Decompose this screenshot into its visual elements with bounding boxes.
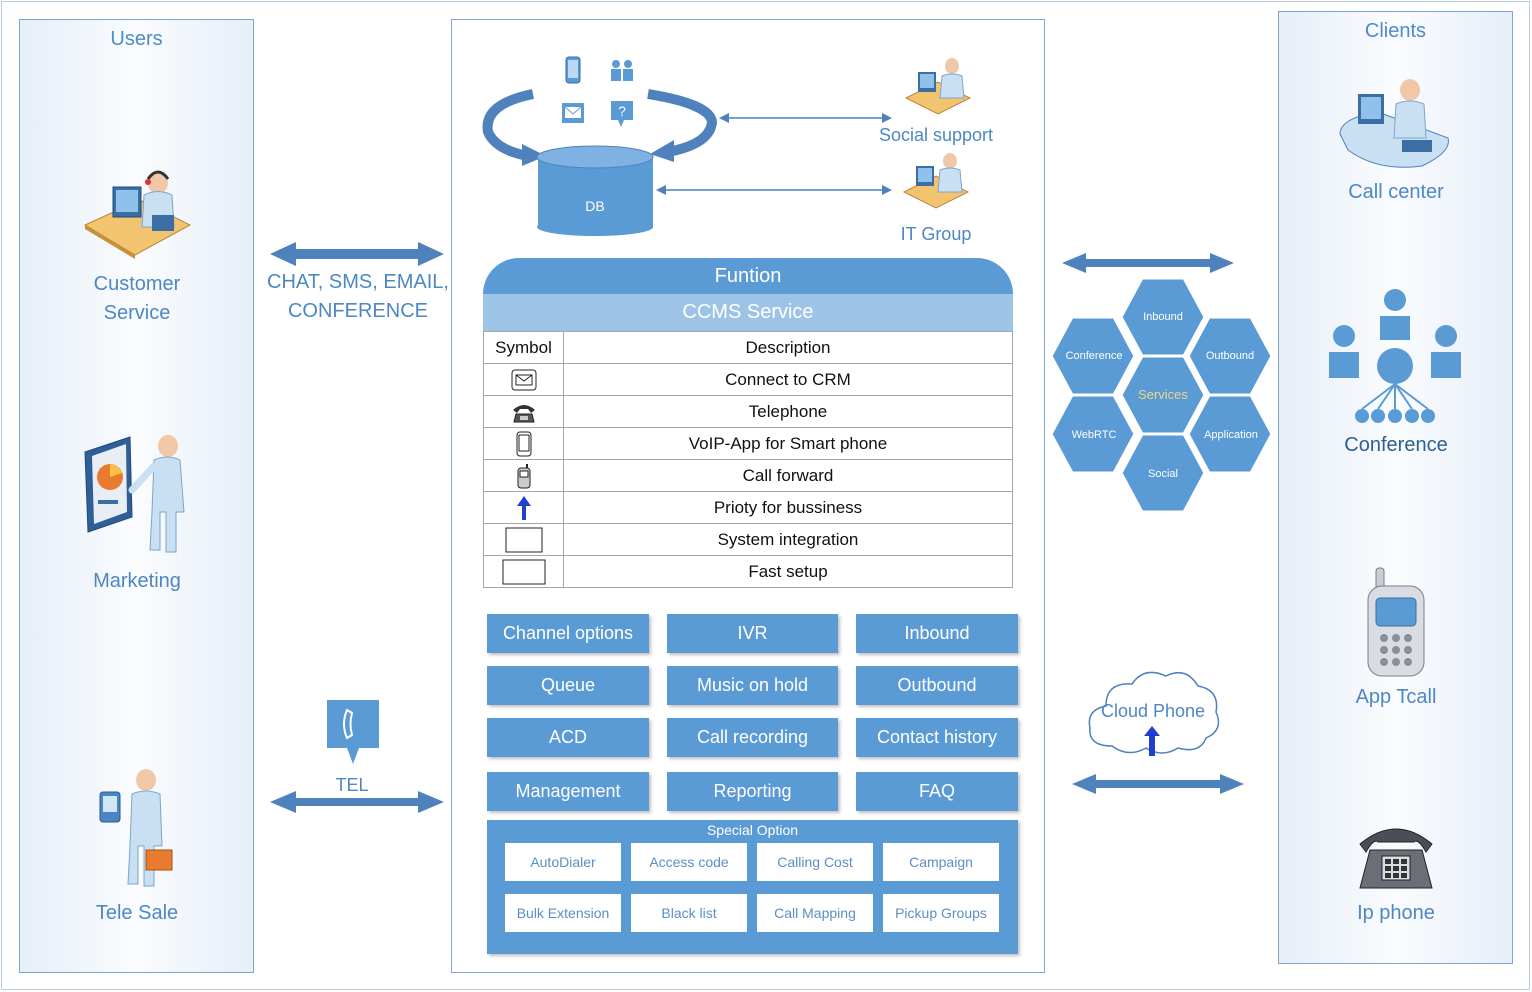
feature-button[interactable]: IVR	[667, 614, 838, 653]
clients-title: Clients	[1364, 20, 1427, 42]
smartphone-icon	[565, 56, 581, 84]
table-row: VoIP-App for Smart phone	[483, 427, 1013, 460]
smartphone-icon	[516, 431, 531, 456]
row-description: VoIP-App for Smart phone	[563, 427, 1013, 460]
customer-service-icon	[83, 170, 192, 259]
feature-button[interactable]: FAQ	[856, 772, 1018, 811]
cloud-icon	[1088, 671, 1220, 756]
hex-conference: Conference	[1066, 350, 1123, 362]
feature-button[interactable]: Contact history	[856, 718, 1018, 757]
conference-label: Conference	[1344, 434, 1448, 456]
table-row: Connect to CRM	[483, 363, 1013, 396]
telephone-icon	[512, 404, 535, 422]
row-description: Call forward	[563, 459, 1013, 492]
special-option-button[interactable]: Call Mapping	[757, 894, 873, 932]
ip-phone-label: Ip phone	[1357, 902, 1435, 924]
mobile-phone-icon	[517, 463, 530, 488]
feature-button[interactable]: Outbound	[856, 666, 1018, 705]
it-group-label: IT Group	[900, 224, 972, 244]
mobile-phone-icon	[1367, 567, 1425, 677]
hex-outbound: Outbound	[1206, 350, 1254, 362]
users-title: Users	[110, 28, 163, 50]
blank-box-icon	[505, 527, 542, 552]
db-cycle-graphic	[482, 89, 718, 236]
services-hex-cluster: Inbound Conference Outbound Services Web…	[1049, 278, 1274, 514]
feature-button[interactable]: Inbound	[856, 614, 1018, 653]
tel-label: TEL	[335, 775, 369, 795]
marketing-label: Marketing	[93, 570, 181, 592]
feature-button[interactable]: ACD	[487, 718, 649, 757]
col-description: Description	[563, 331, 1013, 364]
table-row: Call forward	[483, 459, 1013, 492]
special-option-panel: Special Option AutoDialer Access code Ca…	[487, 820, 1018, 954]
hex-services: Services	[1138, 387, 1188, 402]
feature-button[interactable]: Reporting	[667, 772, 838, 811]
feature-button[interactable]: Call recording	[667, 718, 838, 757]
marketing-icon	[84, 435, 185, 553]
feature-button[interactable]: Music on hold	[667, 666, 838, 705]
row-description: Fast setup	[563, 555, 1013, 588]
col-symbol: Symbol	[483, 331, 564, 364]
social-support-label: Social support	[878, 125, 994, 145]
customer-service-label: Customer Service	[93, 273, 181, 324]
ccms-service-subtitle: CCMS Service	[483, 294, 1013, 331]
clients-panel: Clients	[1278, 11, 1513, 964]
svg-text:?: ?	[618, 103, 626, 119]
channel-label: CHAT, SMS, EMAIL, CONFERENCE	[267, 271, 449, 322]
special-option-button[interactable]: Campaign	[883, 843, 999, 881]
table-row: Telephone	[483, 395, 1013, 428]
call-center-label: Call center	[1348, 181, 1444, 203]
cloud-phone-label: Cloud Phone	[1100, 701, 1206, 721]
feature-button[interactable]: Channel options	[487, 614, 649, 653]
app-tcall-label: App Tcall	[1355, 686, 1437, 708]
table-header-row: Symbol Description	[483, 331, 1013, 364]
special-option-button[interactable]: Bulk Extension	[505, 894, 621, 932]
it-group-icon	[902, 153, 970, 209]
blank-box-icon	[502, 559, 545, 584]
row-description: Connect to CRM	[563, 363, 1013, 396]
hex-inbound: Inbound	[1143, 311, 1183, 323]
row-description: System integration	[563, 523, 1013, 556]
cloud-double-arrow	[1072, 774, 1244, 794]
table-row: Fast setup	[483, 555, 1013, 588]
table-row: Prioty for bussiness	[483, 491, 1013, 524]
call-center-icon	[1339, 79, 1449, 168]
special-option-button[interactable]: Access code	[631, 843, 747, 881]
function-table: Symbol Description Connect to CRM Teleph…	[483, 331, 1013, 588]
envelope-icon	[511, 369, 536, 390]
db-label: DB	[585, 198, 605, 214]
services-double-arrow	[1062, 253, 1234, 273]
special-option-button[interactable]: Black list	[631, 894, 747, 932]
conference-icon	[1329, 289, 1461, 423]
phone-bubble-icon	[327, 700, 379, 764]
channel-double-arrow	[270, 242, 444, 266]
tele-sale-icon	[99, 769, 173, 887]
it-group-arrow	[656, 185, 892, 195]
special-option-title: Special Option	[706, 822, 799, 838]
table-row: System integration	[483, 523, 1013, 556]
special-option-button[interactable]: AutoDialer	[505, 843, 621, 881]
feature-button[interactable]: Management	[487, 772, 649, 811]
row-description: Prioty for bussiness	[563, 491, 1013, 524]
row-description: Telephone	[563, 395, 1013, 428]
tele-sale-label: Tele Sale	[95, 902, 179, 924]
special-option-button[interactable]: Pickup Groups	[883, 894, 999, 932]
group-icon	[611, 60, 633, 81]
special-option-button[interactable]: Calling Cost	[757, 843, 873, 881]
social-support-arrow	[719, 113, 892, 123]
up-arrow-icon	[516, 495, 531, 520]
hex-application: Application	[1204, 429, 1258, 441]
hex-social: Social	[1148, 468, 1178, 480]
feature-button[interactable]: Queue	[487, 666, 649, 705]
function-title: Funtion	[483, 258, 1013, 294]
tel-double-arrow	[270, 791, 444, 813]
question-icon: ?	[611, 101, 633, 127]
social-support-icon	[904, 58, 972, 115]
ip-phone-icon	[1359, 828, 1433, 889]
email-icon	[562, 103, 584, 123]
hex-webrtc: WebRTC	[1072, 429, 1117, 441]
